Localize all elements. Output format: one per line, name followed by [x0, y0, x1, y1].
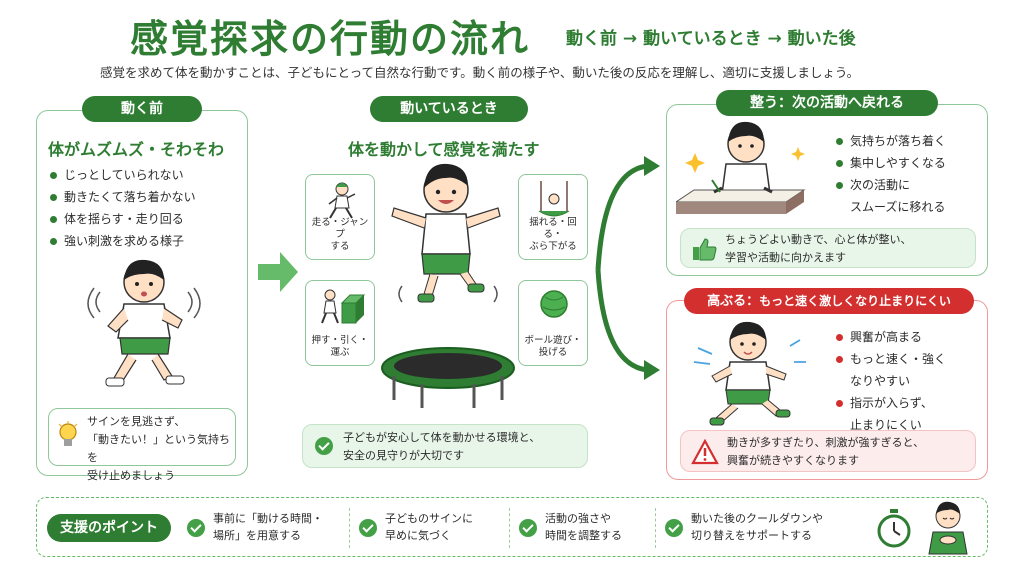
check-icon — [359, 519, 377, 537]
list-item: じっとしていられない — [50, 164, 196, 186]
activity-card-swing: 揺れる・回る・ぶら下がる — [518, 174, 588, 260]
before-label: 動く前 — [82, 96, 202, 122]
during-label: 動いているとき — [370, 96, 528, 122]
calm-note: ちょうどよい動きで、心と体が整い、 学習や活動に向かえます — [680, 228, 976, 268]
list-item: 体を揺らす・走り回る — [50, 208, 196, 230]
list-item: 集中しやすくなる — [836, 152, 946, 174]
calm-list: 気持ちが落ち着く 集中しやすくなる 次の活動にスムーズに移れる — [836, 130, 946, 218]
excited-note: 動きが多すぎたり、刺激が強すぎると、 興奮が続きやすくなります — [680, 430, 976, 472]
jumping-child-trampoline-illustration — [381, 163, 515, 408]
studying-child-illustration — [676, 121, 806, 214]
list-item: 動きたくて落ち着かない — [50, 186, 196, 208]
before-list: じっとしていられない 動きたくて落ち着かない 体を揺らす・走り回る 強い刺激を求… — [50, 164, 196, 252]
during-heading: 体を動かして感覚を満たす — [348, 140, 540, 159]
excited-list: 興奮が高まる もっと速く・強くなりやすい 指示が入らず、止まりにくい — [836, 326, 946, 436]
check-icon — [519, 519, 537, 537]
during-note-text: 子どもが安心して体を動かせる環境と、 安全の見守りが大切です — [343, 431, 541, 462]
list-item: 次の活動にスムーズに移れる — [836, 174, 946, 218]
swing-icon — [538, 181, 570, 217]
excited-note-text: 動きが多すぎたり、刺激が強すぎると、 興奮が続きやすくなります — [727, 436, 925, 467]
warning-icon — [691, 439, 719, 465]
page-subtitle: 感覚を求めて体を動かすことは、子どもにとって自然な行動です。動く前の様子や、動い… — [100, 65, 860, 80]
page-title: 感覚探求の行動の流れ — [130, 17, 531, 61]
pushing-box-icon — [321, 289, 366, 324]
check-icon — [665, 519, 683, 537]
lightbulb-icon — [58, 421, 78, 446]
fidgeting-child-illustration — [87, 259, 201, 387]
thumbs-up-icon — [693, 238, 717, 261]
activity-card-push: 押す・引く・運ぶ — [305, 280, 375, 366]
support-point: 活動の強さや時間を調整する — [545, 512, 622, 542]
branch-arrows — [595, 156, 660, 380]
support-bar: 支援のポイント 事前に「動ける時間・場所」を用意する 子どものサインに早めに気づ… — [36, 497, 988, 557]
arrow-right-icon — [258, 252, 298, 292]
before-tip-text: サインを見逃さず、 「動きたい！」という気持ちを 受け止めましょう — [87, 415, 230, 482]
running-child-icon — [328, 182, 356, 219]
before-heading: 体がムズムズ・そわそわ — [48, 140, 225, 159]
rushing-child-illustration — [693, 321, 806, 426]
before-tip: サインを見逃さず、 「動きたい！」という気持ちを 受け止めましょう — [48, 408, 236, 482]
support-point: 動いた後のクールダウンや切り替えをサポートする — [691, 512, 823, 542]
support-label: 支援のポイント — [47, 514, 171, 542]
activity-card-ball: ボール遊び・投げる — [518, 280, 588, 366]
activity-card-run: 走る・ジャンプする — [305, 174, 375, 260]
list-item: 気持ちが落ち着く — [836, 130, 946, 152]
stopwatch-icon — [877, 509, 911, 548]
support-point: 子どものサインに早めに気づく — [385, 512, 473, 542]
check-icon — [315, 437, 333, 455]
divider — [509, 508, 510, 548]
list-item: もっと速く・強くなりやすい — [836, 348, 946, 392]
flow-summary: 動く前 → 動いているとき → 動いた後 — [566, 29, 856, 49]
check-icon — [187, 519, 205, 537]
divider — [349, 508, 350, 548]
ball-icon — [540, 290, 568, 318]
divider — [655, 508, 656, 548]
calm-label: 整う：次の活動へ戻れる — [716, 90, 938, 116]
list-item: 強い刺激を求める様子 — [50, 230, 196, 252]
relaxed-child-icon — [928, 501, 968, 555]
excited-label: 高ぶる：もっと速く激しくなり止まりにくい — [684, 288, 974, 314]
during-note: 子どもが安心して体を動かせる環境と、 安全の見守りが大切です — [302, 424, 588, 468]
support-point: 事前に「動ける時間・場所」を用意する — [213, 512, 323, 542]
list-item: 興奮が高まる — [836, 326, 946, 348]
calm-note-text: ちょうどよい動きで、心と体が整い、 学習や活動に向かえます — [725, 233, 912, 264]
list-item: 指示が入らず、止まりにくい — [836, 392, 946, 436]
